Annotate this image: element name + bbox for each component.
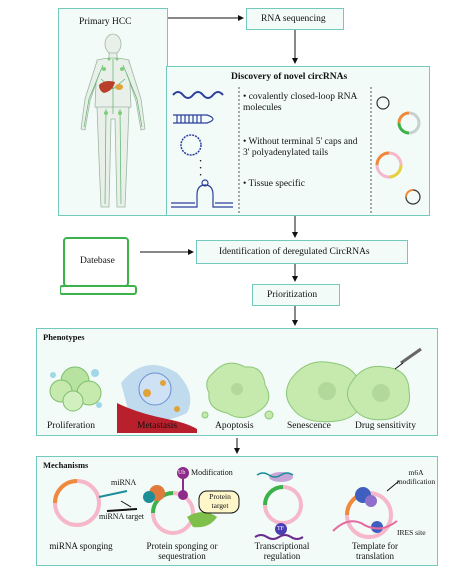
circrna-ring-icon	[376, 96, 390, 110]
linear-rna-icon	[172, 91, 224, 99]
circrna-structures-illustration	[171, 87, 421, 213]
human-body-illustration	[80, 33, 146, 208]
mirna-target-label: miRNA target	[99, 512, 144, 521]
modification-label: Modification	[191, 468, 233, 477]
identification-title: Identification of deregulated CircRNAs	[219, 247, 370, 257]
metastasis-icon	[117, 365, 197, 433]
ires-label: IRES site	[397, 528, 426, 537]
protein-target-label: Protein target	[209, 492, 231, 510]
rna-sequencing-title: RNA sequencing	[261, 14, 326, 24]
discovery-panel: Discovery of novel circRNAs • covalently…	[166, 66, 430, 216]
caption-protein-sponging: Protein sponging or sequestration	[146, 541, 218, 561]
phenotype-label-metastasis: Metastasis	[137, 421, 178, 431]
hairpin-rna-icon	[173, 114, 214, 124]
m6a-label: m6A modification	[396, 468, 436, 486]
phenotype-cells-illustration	[49, 347, 422, 433]
database-label: Datebase	[80, 256, 115, 266]
protein-sponging-icon	[143, 467, 240, 535]
drug-sensitivity-cell-icon	[347, 347, 422, 421]
mirna-label: miRNA	[111, 478, 137, 487]
mechanisms-illustration	[53, 467, 400, 540]
protein-target-box	[198, 490, 240, 514]
caption-template-for-translation: Template for translation	[351, 541, 399, 561]
stem-loop-rna-icon	[171, 179, 233, 208]
senescence-cell-icon	[286, 361, 362, 423]
primary-hcc-panel: Primary HCC	[58, 8, 168, 216]
mechanisms-panel: Mechanisms	[36, 456, 438, 566]
ub-label: Ub	[178, 470, 186, 476]
phenotype-label-drug-sensitivity: Drug sensitivity	[355, 421, 416, 431]
discovery-title: Discovery of novel circRNAs	[231, 72, 348, 82]
translation-template-icon	[332, 480, 400, 539]
ub-badge	[177, 467, 189, 479]
caption-mirna-sponging: miRNA sponging	[49, 541, 113, 551]
rna-sequencing-box: RNA sequencing	[246, 8, 344, 30]
liver-icon	[99, 81, 115, 93]
tf-label: TF	[277, 526, 285, 532]
apoptosis-cell-icon	[201, 362, 274, 420]
proliferation-cells-icon	[49, 366, 102, 412]
discovery-bullet-3: • Tissue specific	[243, 179, 305, 189]
primary-hcc-title: Primary HCC	[79, 17, 132, 27]
prioritization-title: Prioritization	[267, 290, 318, 300]
prioritization-box: Prioritization	[252, 284, 340, 306]
tf-badge	[275, 523, 287, 535]
discovery-bullet-1: • covalently closed-loop RNA molecules	[243, 92, 357, 113]
phenotypes-title: Phenotypes	[43, 332, 85, 342]
circular-rna-icon	[180, 134, 202, 156]
syringe-icon	[400, 347, 422, 365]
identification-box: Identification of deregulated CircRNAs	[196, 240, 408, 264]
phenotype-label-senescence: Senescence	[287, 421, 331, 431]
laptop-icon	[60, 237, 137, 295]
transcriptional-regulation-icon	[254, 472, 304, 540]
phenotype-label-proliferation: Proliferation	[47, 421, 96, 431]
mechanisms-title: Mechanisms	[43, 460, 89, 470]
mirna-sponging-icon	[53, 479, 138, 527]
discovery-dots: · · ·	[199, 157, 203, 181]
phenotype-label-apoptosis: Apoptosis	[215, 421, 254, 431]
phenotypes-panel: Phenotypes	[36, 328, 438, 436]
caption-transcriptional-regulation: Transcriptional regulation	[254, 541, 310, 561]
discovery-bullet-2: • Without terminal 5' caps and 3' polyad…	[243, 137, 358, 158]
